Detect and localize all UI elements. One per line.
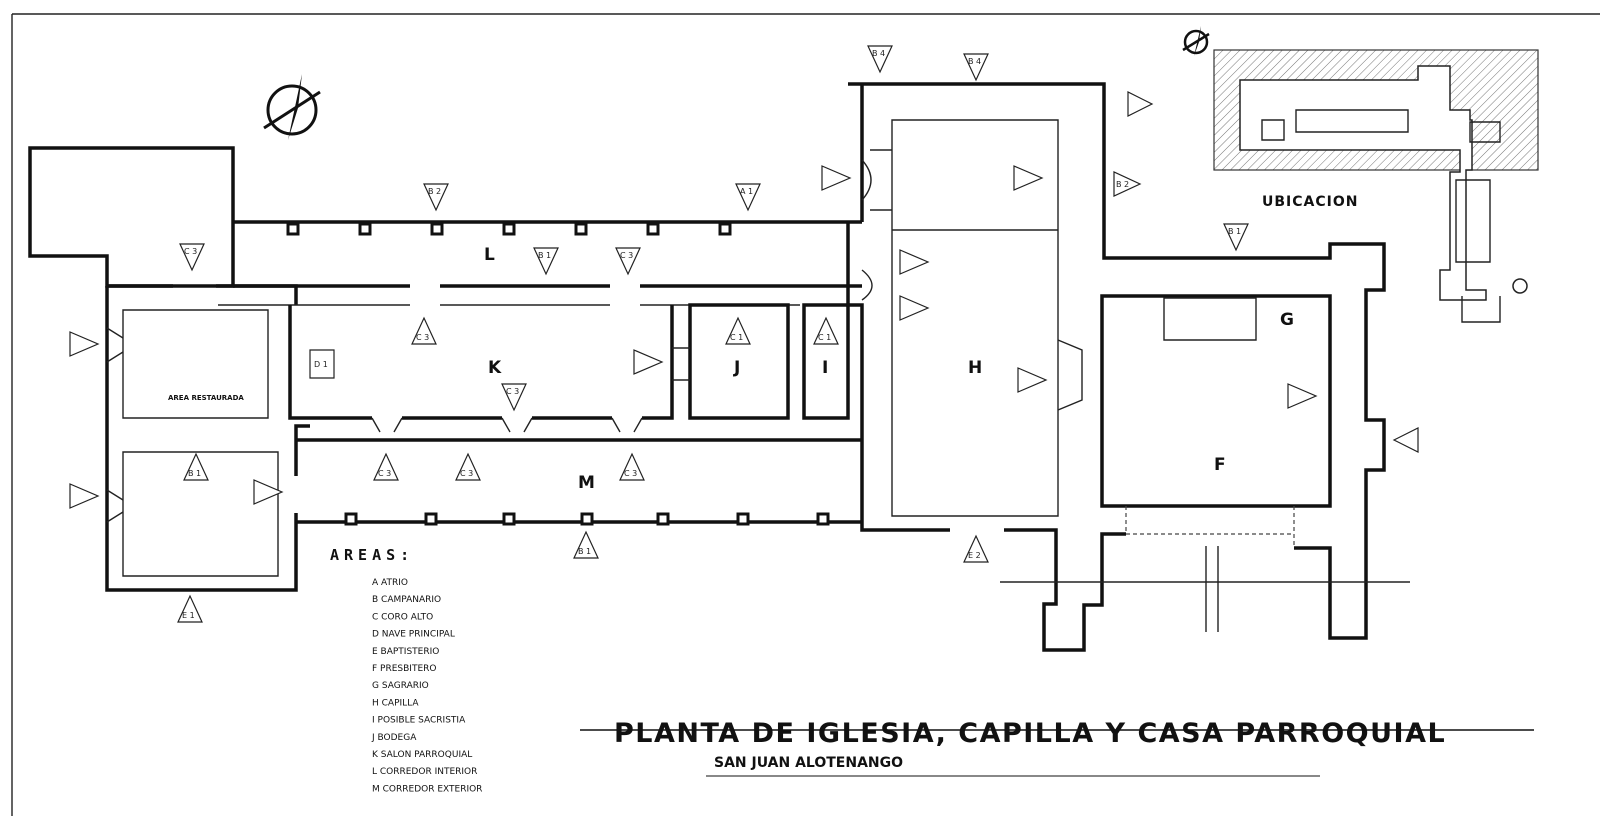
section-marker: D 1 [309, 349, 335, 379]
room-label-F: F [1214, 455, 1226, 475]
room-k-door-arcs [371, 417, 643, 433]
legend-item: C CORO ALTO [372, 612, 433, 622]
svg-text:C 3: C 3 [506, 387, 519, 396]
room-label-I: I [822, 358, 828, 378]
chapel-h-doors [861, 159, 1083, 411]
svg-text:C 1: C 1 [818, 333, 831, 342]
legend-item: H CAPILLA [372, 698, 419, 708]
chapel-h-inner [891, 119, 1059, 517]
svg-text:C 3: C 3 [184, 247, 197, 256]
section-marker: B 4 [963, 53, 989, 82]
corridor-l-columns [286, 222, 732, 236]
chapel-h-wall [846, 82, 1386, 652]
legend-item: L CORREDOR INTERIOR [372, 767, 477, 777]
section-marker: B 1 [533, 247, 559, 276]
south-street-lines [1000, 546, 1410, 632]
section-marker: C 3 [373, 452, 399, 481]
svg-text:A 1: A 1 [740, 187, 753, 196]
svg-text:C 3: C 3 [416, 333, 429, 342]
section-marker: E 1 [177, 594, 203, 623]
room-label-L: L [484, 245, 495, 265]
room-j-notch [672, 347, 690, 381]
section-marker: B 2 [423, 183, 449, 212]
legend-item: G SAGRARIO [372, 681, 429, 691]
legend: AREAS: A ATRIO B CAMPANARIO C CORO ALTO D N… [330, 546, 482, 794]
presbytery-lower [1125, 506, 1295, 548]
section-marker: C 3 [411, 316, 437, 345]
section-marker: B 1 [573, 530, 599, 559]
legend-item: E BAPTISTERIO [372, 647, 439, 657]
location-inset: UBICACION [1213, 49, 1539, 323]
presbytery-f-wall [1100, 294, 1332, 508]
west-door-2 [106, 489, 124, 523]
west-door-1 [106, 327, 124, 363]
legend-item: B CAMPANARIO [372, 595, 441, 605]
room-label-J: J [733, 358, 740, 378]
drawing-subtitle: SAN JUAN ALOTENANGO [714, 755, 903, 771]
section-marker: C 3 [455, 452, 481, 481]
room-label-H: H [968, 358, 982, 378]
atrium-block-wall [28, 146, 235, 288]
svg-text:B 4: B 4 [872, 49, 885, 58]
svg-text:B 2: B 2 [1116, 180, 1129, 189]
corridor-l-wall [233, 220, 862, 288]
svg-text:C 3: C 3 [378, 469, 391, 478]
restored-area-label: AREA RESTAURADA [168, 394, 244, 402]
restored-area-room [122, 309, 279, 577]
section-marker: C 3 [501, 383, 527, 412]
section-marker: C 1 [813, 316, 839, 345]
svg-text:C 3: C 3 [624, 469, 637, 478]
corridor-m-wall [296, 438, 862, 524]
room-label-G: G [1280, 310, 1294, 330]
section-marker: C 3 [179, 243, 205, 272]
svg-text:B 1: B 1 [188, 469, 201, 478]
section-marker: B 4 [867, 45, 893, 74]
chapel-vestibule [870, 149, 892, 211]
svg-text:C 3: C 3 [460, 469, 473, 478]
svg-text:E 1: E 1 [182, 611, 195, 620]
svg-text:C 1: C 1 [730, 333, 743, 342]
title-block: PLANTA DE IGLESIA, CAPILLA Y CASA PARROQ… [580, 718, 1534, 777]
north-arrow-small-icon [1182, 26, 1210, 56]
legend-item: J BODEGA [371, 733, 417, 743]
svg-text:B 1: B 1 [1228, 227, 1241, 236]
svg-text:D 1: D 1 [314, 360, 328, 369]
section-marker: C 3 [615, 247, 641, 276]
legend-item: D NAVE PRINCIPAL [372, 630, 455, 640]
legend-title: AREAS: [330, 546, 414, 564]
svg-text:C 3: C 3 [620, 251, 633, 260]
section-marker: B 2 [1113, 171, 1142, 197]
svg-text:B 1: B 1 [578, 547, 591, 556]
location-label: UBICACION [1262, 194, 1358, 210]
legend-item: K SALON PARROQUIAL [372, 750, 472, 760]
room-label-M: M [578, 473, 595, 493]
west-room-wall [105, 284, 310, 592]
section-marker-west [69, 91, 1419, 509]
section-marker: B 1 [183, 452, 209, 481]
corridor-m-columns [344, 512, 830, 526]
drawing-title: PLANTA DE IGLESIA, CAPILLA Y CASA PARROQ… [614, 718, 1446, 749]
section-marker: C 3 [619, 452, 645, 481]
room-label-K: K [488, 358, 502, 378]
svg-text:E 2: E 2 [968, 551, 981, 560]
legend-item: A ATRIO [372, 578, 408, 588]
sheet-border [11, 13, 1600, 816]
section-marker: C 1 [725, 316, 751, 345]
sagrario-g-wall [1163, 297, 1257, 341]
section-marker: B 1 [1223, 223, 1249, 252]
room-i-wall [802, 303, 850, 420]
section-marker: E 2 [963, 534, 989, 563]
section-marker: A 1 [735, 183, 761, 212]
svg-text:B 1: B 1 [538, 251, 551, 260]
legend-item: F PRESBITERO [372, 664, 436, 674]
svg-text:B 2: B 2 [428, 187, 441, 196]
legend-item: M CORREDOR EXTERIOR [372, 784, 482, 794]
north-arrow-icon [263, 74, 321, 140]
room-k-wall [288, 305, 674, 420]
svg-text:B 4: B 4 [968, 57, 981, 66]
legend-item: I POSIBLE SACRISTIA [372, 716, 466, 726]
